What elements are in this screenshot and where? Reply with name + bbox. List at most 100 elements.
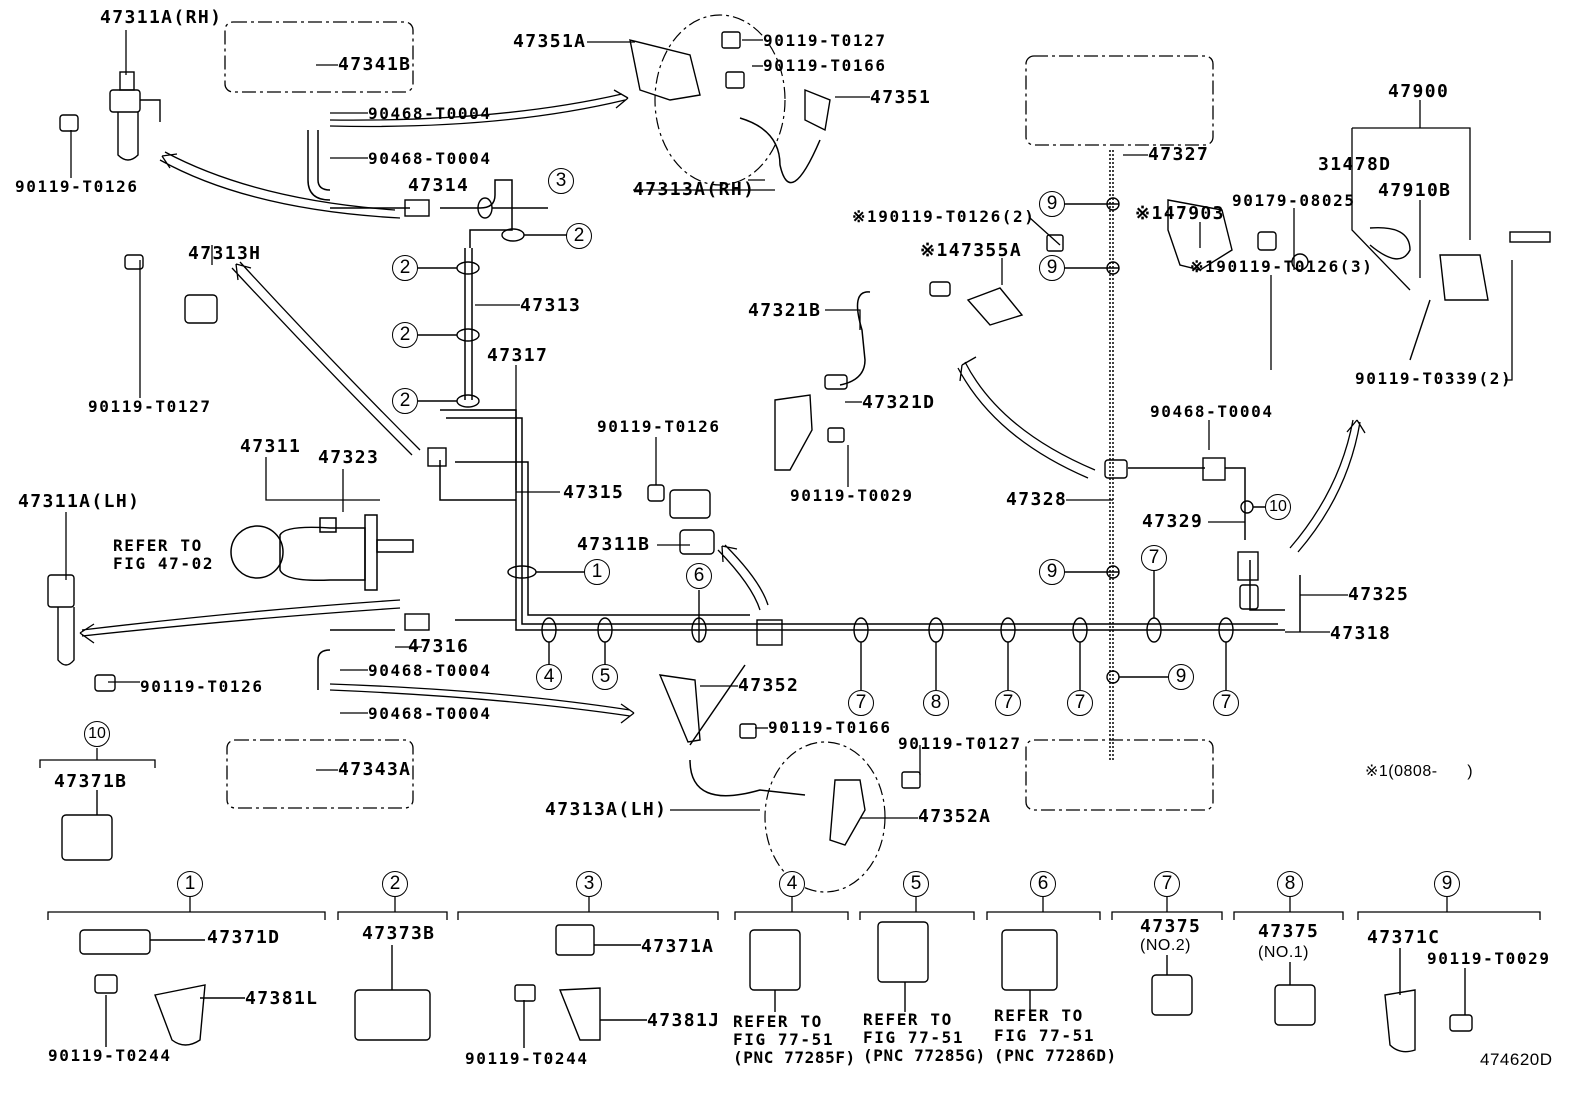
callout-2: 2 (392, 388, 418, 414)
part-shapes (47, 31, 1551, 846)
label-31478D: 31478D (1318, 154, 1392, 175)
reference-boxes (224, 21, 1214, 811)
label-47313A-LH: 47313A(LH) (545, 799, 668, 820)
group-callout-3: 3 (576, 871, 602, 897)
label-90468-T0004: 90468-T0004 (1150, 402, 1274, 421)
callout-4: 4 (536, 664, 562, 690)
group-callout-7: 7 (1154, 871, 1180, 897)
direction-arrows (79, 89, 1366, 724)
callout-7: 7 (1213, 690, 1239, 716)
label-no2: (NO.2) (1140, 937, 1191, 954)
label-90468-T0004: 90468-T0004 (368, 704, 492, 723)
label-47323: 47323 (318, 447, 380, 468)
callout-5: 5 (592, 664, 618, 690)
label-47325: 47325 (1348, 584, 1410, 605)
group-callout-9: 9 (1434, 871, 1460, 897)
label-47328: 47328 (1006, 489, 1068, 510)
label-47311A-RH: 47311A(RH) (100, 7, 223, 28)
label-47381J: 47381J (647, 1010, 721, 1031)
label-47313: 47313 (520, 295, 582, 316)
callout-2: 2 (566, 223, 592, 249)
label-47355A: ※147355A (920, 240, 1023, 261)
callout-10: 10 (1265, 494, 1291, 520)
label-47381L: 47381L (245, 988, 319, 1009)
label-47351: 47351 (870, 87, 932, 108)
label-47371A: 47371A (641, 936, 715, 957)
detail-circles (654, 14, 886, 893)
callout-2: 2 (392, 255, 418, 281)
refer-pnc-text: (PNC 77286D) (994, 1046, 1117, 1065)
callout-10: 10 (84, 721, 110, 747)
label-47314: 47314 (408, 175, 470, 196)
label-90119-T0029: 90119-T0029 (790, 486, 914, 505)
label-47313A-RH: 47313A(RH) (633, 179, 756, 200)
label-47343A: 47343A (338, 759, 412, 780)
callout-9: 9 (1168, 664, 1194, 690)
callout-8: 8 (923, 690, 949, 716)
group-callout-4: 4 (779, 871, 805, 897)
label-47371D: 47371D (207, 927, 281, 948)
label-90119-T0166: 90119-T0166 (763, 56, 887, 75)
label-47375-no2: 47375 (1140, 916, 1202, 937)
label-90119-T0126: 90119-T0126 (140, 677, 264, 696)
label-47341B: 47341B (338, 54, 412, 75)
brake-pipes (307, 117, 1301, 797)
label-47311: 47311 (240, 436, 302, 457)
refer-to-text: REFER TO (863, 1010, 953, 1029)
label-90119-T0126-3: ※190119-T0126(3) (1190, 257, 1374, 276)
label-no1: (NO.1) (1258, 944, 1309, 961)
callout-7: 7 (848, 690, 874, 716)
group-callout-8: 8 (1277, 871, 1303, 897)
master-cylinder (230, 514, 414, 591)
leader-lines (39, 30, 1513, 819)
label-47903: ※147903 (1135, 203, 1225, 224)
label-90468-T0004: 90468-T0004 (368, 149, 492, 168)
label-90179-08025: 90179-08025 (1232, 191, 1356, 210)
refer-fig-text: FIG 77-51 (863, 1028, 965, 1047)
label-47371C: 47371C (1367, 927, 1441, 948)
refer-to-text: REFER TO (113, 536, 203, 555)
callout-7: 7 (1067, 690, 1093, 716)
callout-2: 2 (392, 322, 418, 348)
label-47371B: 47371B (54, 771, 128, 792)
label-47321D: 47321D (862, 392, 936, 413)
group-brackets (47, 897, 1541, 920)
label-47311A-LH: 47311A(LH) (18, 491, 141, 512)
label-90119-T0244: 90119-T0244 (48, 1046, 172, 1065)
label-90119-T0127: 90119-T0127 (763, 31, 887, 50)
label-47318: 47318 (1330, 623, 1392, 644)
label-90119-T0339-2: 90119-T0339(2) (1355, 369, 1513, 388)
bottom-parts (61, 790, 1473, 1053)
callout-6: 6 (686, 563, 712, 589)
pipe-clips (418, 197, 1265, 690)
callout-9: 9 (1039, 191, 1065, 217)
group-callout-5: 5 (903, 871, 929, 897)
label-90119-T0126-2: ※190119-T0126(2) (852, 207, 1036, 226)
refer-fig-text: FIG 77-51 (733, 1030, 835, 1049)
label-90119-T0244: 90119-T0244 (465, 1049, 589, 1068)
refer-fig-text: FIG 47-02 (113, 554, 215, 573)
label-47352: 47352 (738, 675, 800, 696)
refer-to-text: REFER TO (733, 1012, 823, 1031)
label-90119-T0126: 90119-T0126 (597, 417, 721, 436)
label-47313H: 47313H (188, 243, 262, 264)
callout-3: 3 (548, 168, 574, 194)
group-callout-6: 6 (1030, 871, 1056, 897)
label-47316: 47316 (408, 636, 470, 657)
label-47373B: 47373B (362, 923, 436, 944)
group-callout-2: 2 (382, 871, 408, 897)
callout-7: 7 (1141, 545, 1167, 571)
label-47311B: 47311B (577, 534, 651, 555)
label-90468-T0004: 90468-T0004 (368, 104, 492, 123)
label-90119-T0029: 90119-T0029 (1427, 949, 1551, 968)
label-47329: 47329 (1142, 511, 1204, 532)
callout-9: 9 (1039, 255, 1065, 281)
label-90119-T0127: 90119-T0127 (898, 734, 1022, 753)
label-90119-T0166: 90119-T0166 (768, 718, 892, 737)
label-47910B: 47910B (1378, 180, 1452, 201)
label-47321B: 47321B (748, 300, 822, 321)
label-47317: 47317 (487, 345, 549, 366)
label-47900: 47900 (1388, 81, 1450, 102)
label-90468-T0004: 90468-T0004 (368, 661, 492, 680)
label-47327: 47327 (1148, 144, 1210, 165)
